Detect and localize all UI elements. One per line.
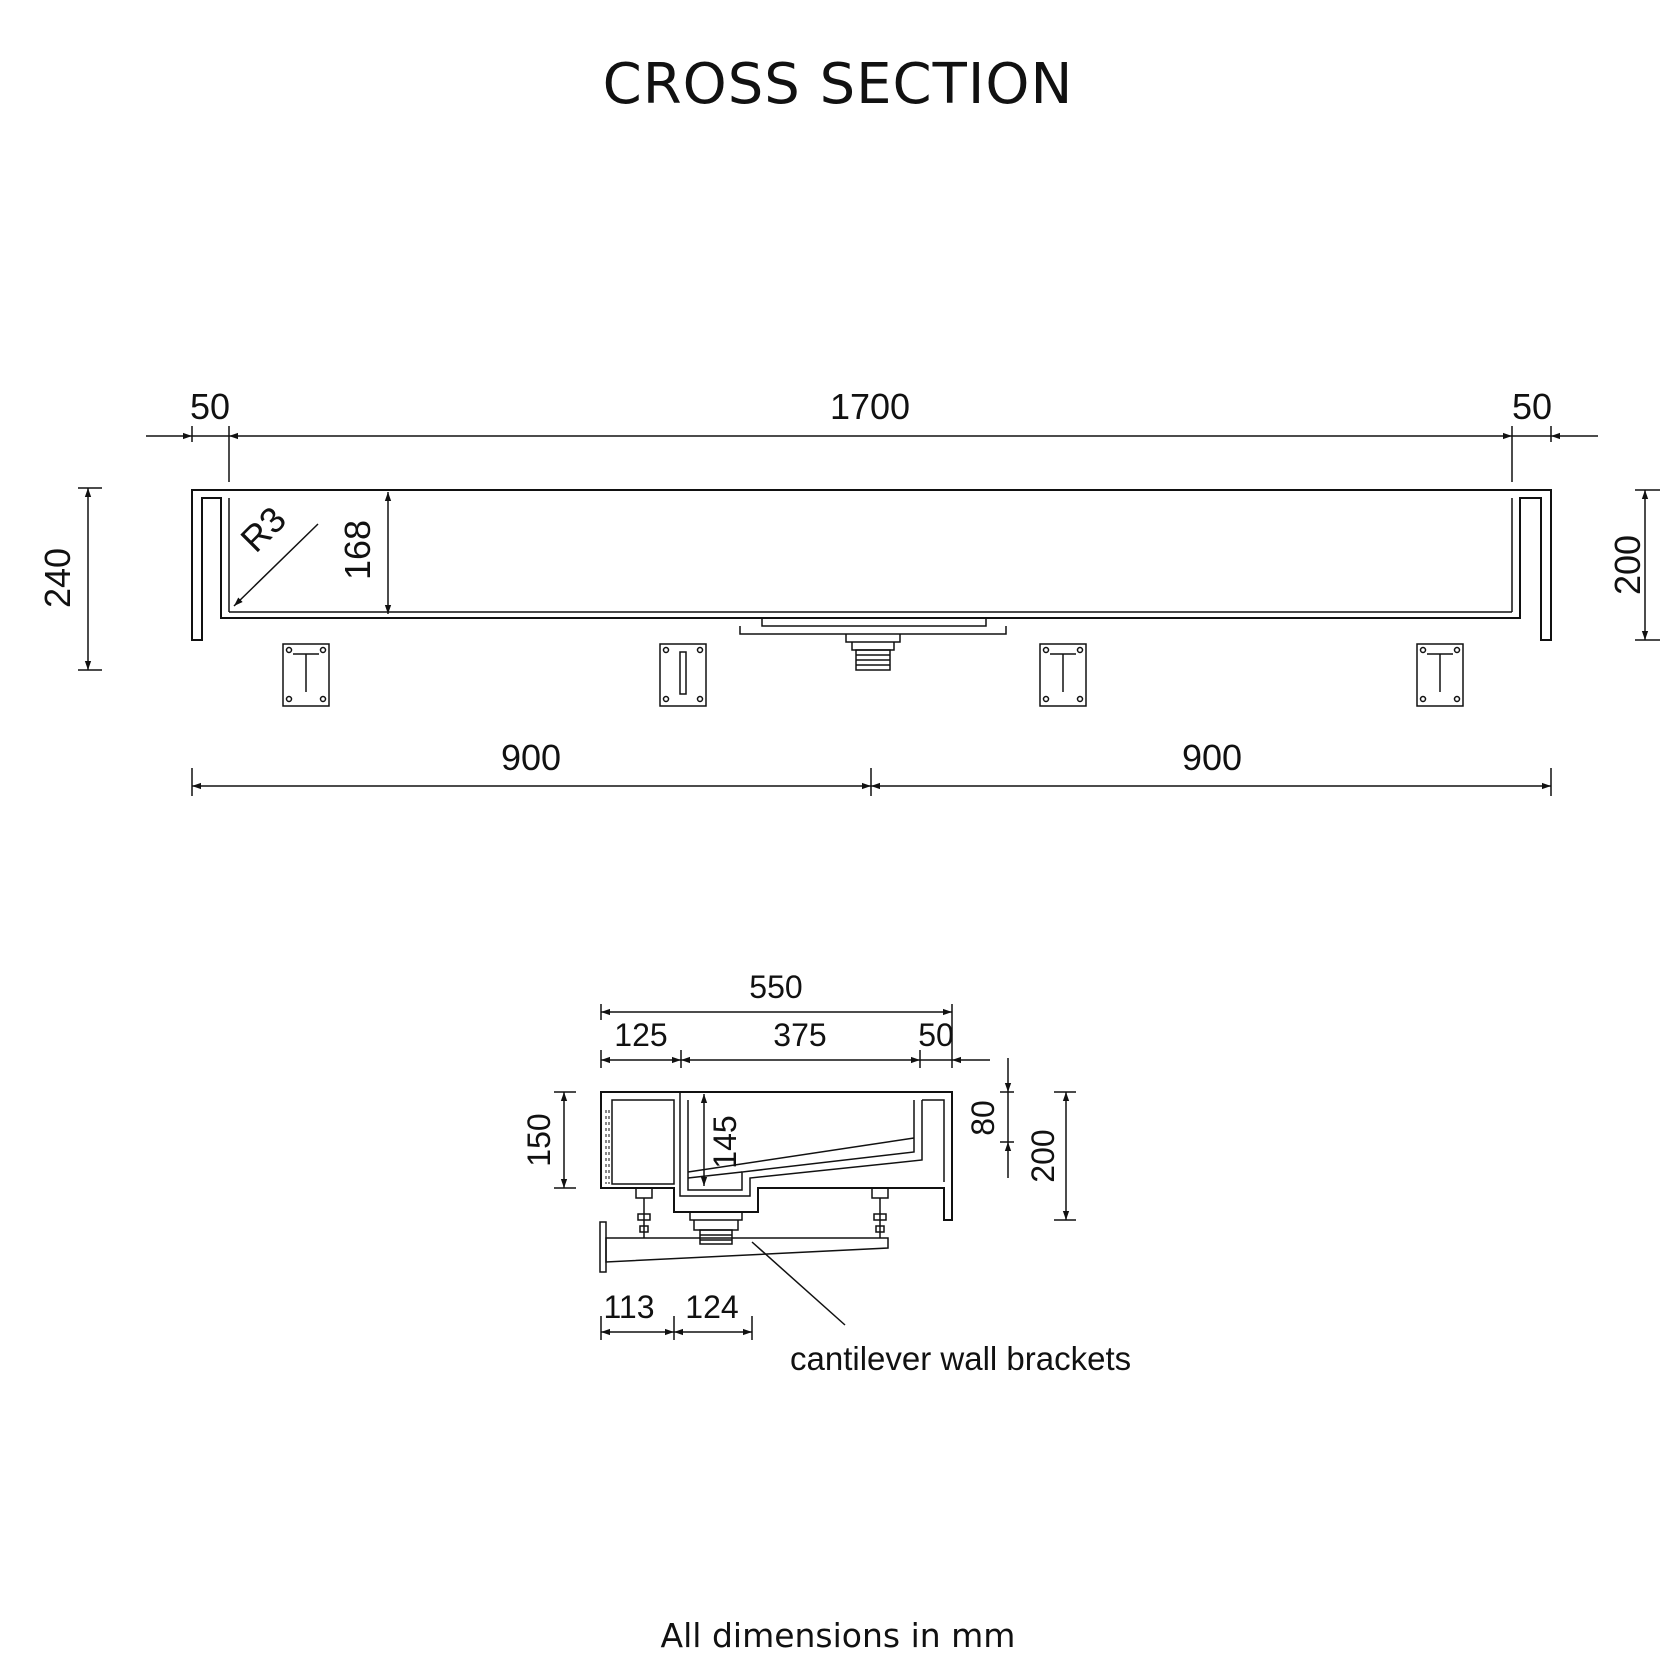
side-dimension-front-lip: 80 <box>965 1058 1014 1178</box>
dimension-bottom: 900 900 <box>191 737 1552 796</box>
front-wall-inner <box>922 1099 945 1182</box>
dim-side-front-lip: 80 <box>965 1100 1001 1136</box>
dim-bracket-a: 113 <box>603 1289 654 1325</box>
side-body-outline <box>600 1091 953 1221</box>
dim-left-rim: 50 <box>190 386 230 427</box>
dimension-inner-depth: 168 <box>337 492 392 614</box>
side-dimension-total: 550 <box>600 969 953 1068</box>
side-view: cantilever wall brackets 550 125 375 50 <box>521 969 1131 1377</box>
dimension-right-height: 200 <box>1607 489 1660 641</box>
dim-bracket-b: 124 <box>685 1289 738 1325</box>
basin-outline <box>191 489 1552 641</box>
dim-right-rim: 50 <box>1512 386 1552 427</box>
dim-inner-width: 1700 <box>830 386 910 427</box>
units-note: All dimensions in mm <box>660 1616 1016 1655</box>
basin-slope-inner <box>687 1100 915 1191</box>
radius-callout: R3 <box>232 498 319 607</box>
dim-side-basin-depth: 145 <box>707 1115 743 1168</box>
dim-right-half: 900 <box>1182 737 1242 778</box>
side-dimension-bracket: 113 124 <box>600 1289 753 1340</box>
fixing-bolt <box>871 1187 889 1238</box>
side-dimension-back-height: 150 <box>521 1091 576 1189</box>
dim-inner-depth: 168 <box>337 520 378 580</box>
fixing-bolt <box>635 1187 653 1238</box>
dim-side-back: 125 <box>614 1017 667 1053</box>
dim-side-total: 550 <box>749 969 802 1005</box>
dimension-left-height: 240 <box>37 487 102 671</box>
mounting-bracket <box>282 643 330 707</box>
side-waste <box>689 1212 743 1245</box>
dimension-top: 50 1700 50 <box>146 386 1598 482</box>
side-dimension-front-height: 200 <box>1025 1091 1076 1221</box>
dim-side-basin: 375 <box>773 1017 826 1053</box>
basin-slope <box>679 1092 923 1197</box>
side-dimension-segments: 125 375 50 <box>600 1017 990 1068</box>
bracket-label: cantilever wall brackets <box>790 1340 1131 1377</box>
mounting-bracket <box>1039 643 1087 707</box>
dim-side-front: 50 <box>918 1017 954 1053</box>
bracket-leader <box>751 1241 846 1326</box>
drain-flange <box>739 626 1007 635</box>
drain-plate <box>761 618 987 627</box>
dim-side-front-height: 200 <box>1025 1129 1061 1182</box>
back-compartment <box>611 1099 675 1185</box>
drain-waste <box>845 634 901 671</box>
dim-left-half: 900 <box>501 737 561 778</box>
mounting-bracket <box>1416 643 1464 707</box>
page-title: CROSS SECTION <box>602 52 1074 117</box>
dim-right-height: 200 <box>1607 535 1648 595</box>
mounting-bracket <box>659 643 707 707</box>
dim-radius: R3 <box>232 498 294 560</box>
dim-left-height: 240 <box>37 548 78 608</box>
front-view: 50 1700 50 240 200 168 R3 <box>37 386 1660 796</box>
cantilever-bracket <box>599 1221 889 1273</box>
dim-side-back-height: 150 <box>521 1113 557 1166</box>
side-dimension-basin-depth: 145 <box>700 1094 743 1186</box>
